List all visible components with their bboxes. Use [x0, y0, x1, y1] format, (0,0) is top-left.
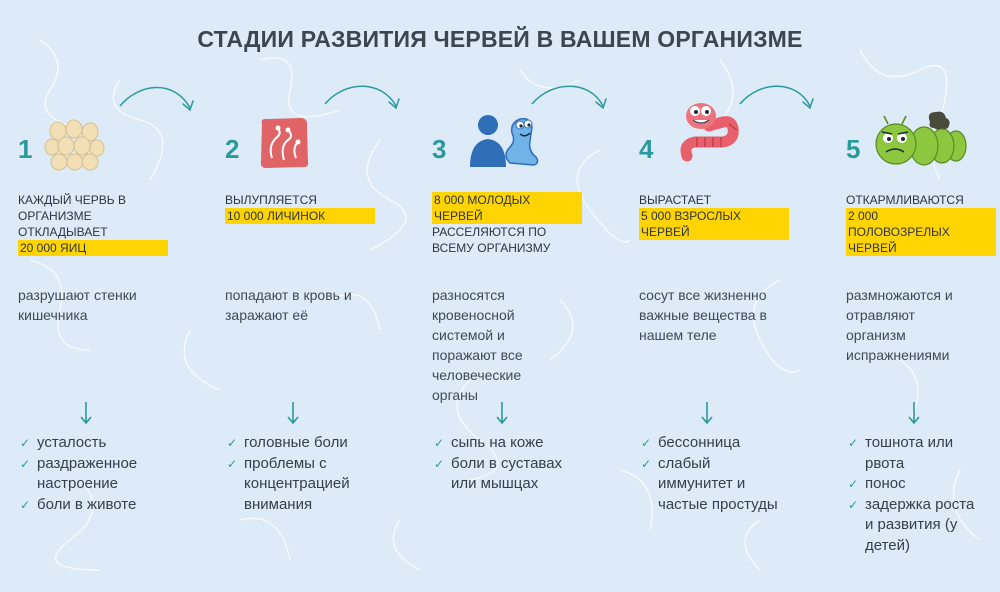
- stage-caption: Вырастает 5 000 взрослых червей: [639, 192, 789, 240]
- down-arrow-icon: [496, 402, 508, 425]
- arrow-1-to-2: [119, 86, 191, 109]
- symptom-list: головные боли проблемы с концентрацией в…: [225, 433, 375, 515]
- symptom-item: раздраженное настроение: [18, 454, 168, 495]
- caption-line: откладывает: [18, 225, 108, 239]
- stage-number: 3: [432, 134, 447, 164]
- symptom-list: сыпь на коже боли в суставах или мышцах: [432, 433, 582, 495]
- caption-highlight: половозрелых: [846, 224, 996, 240]
- caption-line: организме: [18, 209, 92, 223]
- symptom-item: тошнота или рвота: [846, 433, 981, 474]
- caption-highlight: червей: [846, 240, 996, 256]
- arrow-3-to-4: [531, 85, 604, 107]
- stage-4: 4 Вырастает 5 000 взрослых червей сосут …: [639, 0, 814, 592]
- caption-line: Вылупляется: [225, 193, 317, 207]
- down-arrow-icon: [908, 402, 920, 425]
- stage-caption: Откармливаются 2 000 половозрелых червей: [846, 192, 996, 256]
- symptom-item: слабый иммунитет и частые простуды: [639, 454, 789, 516]
- down-arrow-icon: [80, 402, 92, 425]
- caption-highlight: 2 000: [846, 208, 996, 224]
- stage-effect: размножаются и отравляют организм испраж…: [846, 287, 953, 363]
- caption-highlight: 8 000 молодых: [432, 192, 582, 208]
- caption-line: Вырастает: [639, 193, 712, 207]
- symptom-item: понос: [846, 474, 981, 495]
- caption-line: расселяются по: [432, 225, 547, 239]
- caption-line: всему организму: [432, 241, 551, 255]
- symptom-item: боли в суставах или мышцах: [432, 454, 582, 495]
- symptom-item: головные боли: [225, 433, 375, 454]
- symptom-item: задержка роста и развития (у детей): [846, 495, 981, 557]
- stage-5: 5 Откармливаются 2 000 половозрелых черв…: [846, 0, 1000, 592]
- caption-highlight: 10 000 личинок: [225, 208, 375, 224]
- symptom-item: проблемы с концентрацией внимания: [225, 454, 375, 516]
- page-title: СТАДИИ РАЗВИТИЯ ЧЕРВЕЙ В ВАШЕМ ОРГАНИЗМЕ: [197, 26, 803, 52]
- stage-number: 1: [18, 134, 33, 164]
- adult-worm-icon: [680, 103, 739, 162]
- caption-highlight: червей: [432, 208, 582, 224]
- caption-line: Каждый червь в: [18, 193, 127, 207]
- fat-caterpillar-icon: [875, 111, 967, 166]
- arrow-2-to-3: [324, 85, 397, 107]
- symptom-item: бессонница: [639, 433, 789, 454]
- symptom-list: усталость раздраженное настроение боли в…: [18, 433, 168, 515]
- stage-effect: попадают в кровь и заражают её: [225, 287, 352, 323]
- stage-number: 2: [225, 134, 240, 164]
- stage-3: 3 8 000 молодых червей расселяются по вс…: [432, 0, 607, 592]
- eggs-icon: [44, 119, 105, 171]
- stage-number: 5: [846, 134, 861, 164]
- stage-number: 4: [639, 134, 654, 164]
- arrow-4-to-5: [739, 85, 811, 107]
- stage-effect: разрушают стенки кишечника: [18, 287, 137, 323]
- symptom-item: сыпь на коже: [432, 433, 582, 454]
- caption-highlight: 20 000 яиц: [18, 240, 168, 256]
- stage-caption: Вылупляется 10 000 личинок: [225, 192, 375, 224]
- down-arrow-icon: [287, 402, 299, 425]
- stage-2: 2 Вылупляется 10 000 личинок попадают в …: [225, 0, 400, 592]
- down-arrow-icon: [701, 402, 713, 425]
- symptom-item: боли в животе: [18, 495, 168, 516]
- symptom-list: бессонница слабый иммунитет и частые про…: [639, 433, 789, 515]
- worm-with-person-icon: [470, 115, 539, 167]
- symptom-list: тошнота или рвота понос задержка роста и…: [846, 433, 981, 556]
- stage-1: 1 Каждый червь в организме откладывает 2…: [18, 0, 193, 592]
- larvae-icon: [260, 118, 309, 168]
- stage-caption: 8 000 молодых червей расселяются по всем…: [432, 192, 582, 256]
- stage-effect: разносятся кровеносной системой и поража…: [432, 287, 523, 403]
- caption-highlight: 5 000 взрослых: [639, 208, 789, 224]
- stage-effect: сосут все жизненно важные вещества в наш…: [639, 287, 767, 343]
- caption-highlight: червей: [639, 224, 789, 240]
- caption-line: Откармливаются: [846, 193, 964, 207]
- stage-caption: Каждый червь в организме откладывает 20 …: [18, 192, 168, 256]
- symptom-item: усталость: [18, 433, 168, 454]
